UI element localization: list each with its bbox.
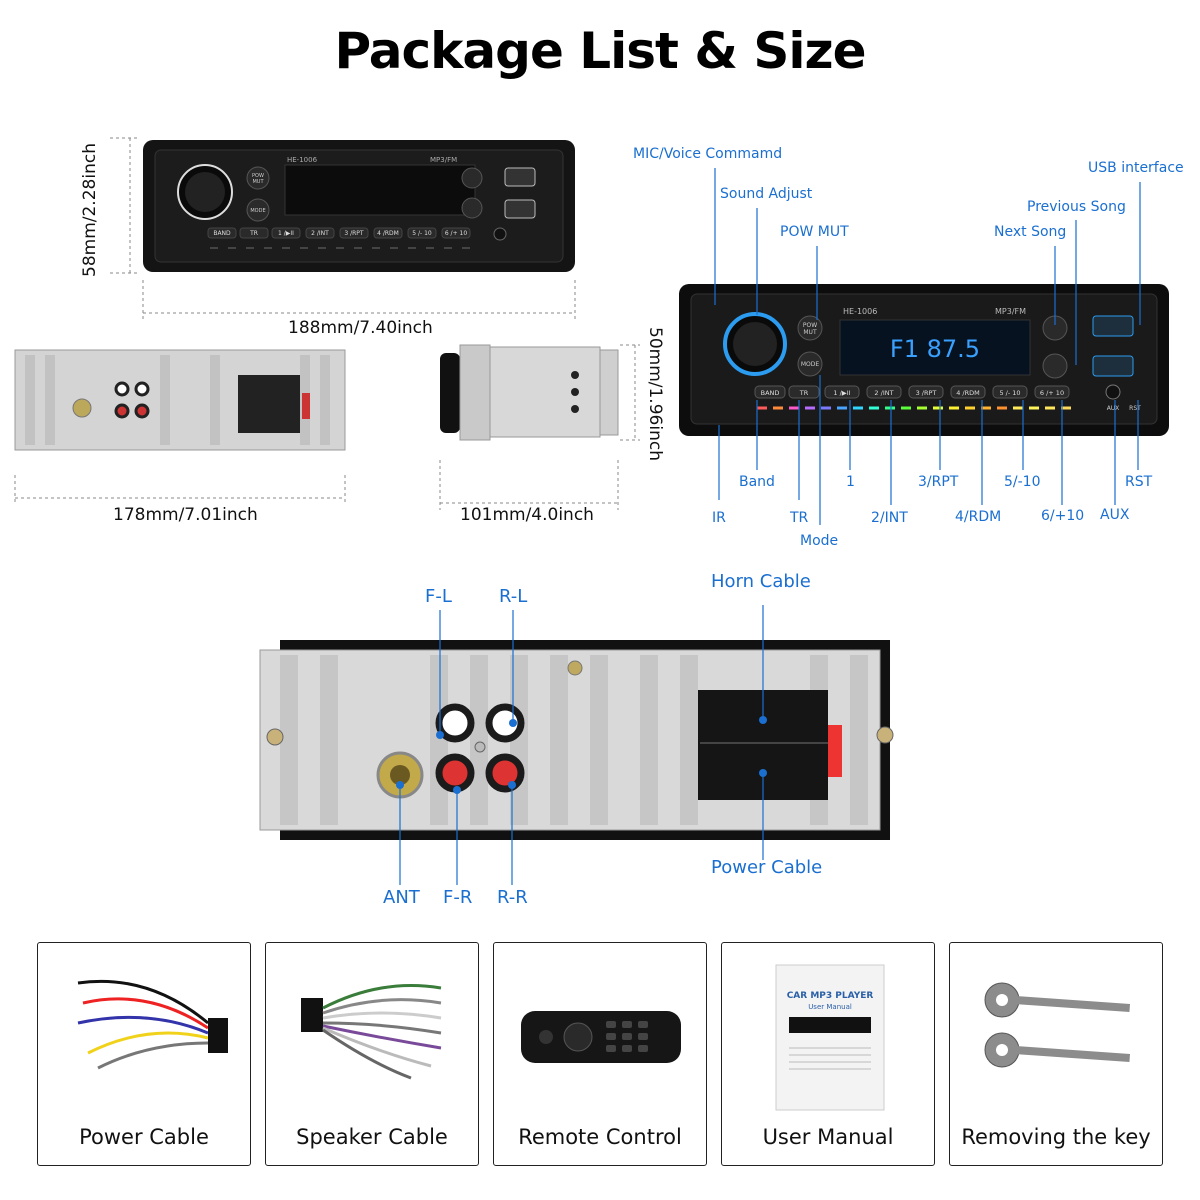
svg-text:6 /+ 10: 6 /+ 10	[445, 230, 467, 237]
svg-text:MUT: MUT	[252, 179, 264, 185]
page-title: Package List & Size	[334, 22, 866, 80]
radio-display-text: F1 87.5	[890, 335, 980, 363]
radio-button-5: 5 /- 10	[999, 389, 1020, 397]
callout-next-song: Next Song	[994, 224, 1067, 240]
callout-aux: AUX	[1100, 507, 1130, 523]
front-callout-lines	[714, 168, 1141, 525]
callout-fr: F-R	[443, 887, 473, 908]
previous-song-button[interactable]	[1042, 353, 1068, 379]
front-view-diagram: POW MUT MODE HE-1006 MP3/FM BAND TR 1 /▶…	[110, 137, 576, 320]
svg-text:MP3/FM: MP3/FM	[430, 156, 457, 164]
callout-usb: USB interface	[1088, 160, 1184, 176]
callout-pow-mut: POW MUT	[780, 224, 849, 240]
card-label-user-manual: User Manual	[762, 1125, 894, 1149]
rst-small-label: RST	[1129, 405, 1141, 412]
power-cable-icon	[77, 979, 228, 1070]
svg-text:MUT: MUT	[803, 329, 817, 336]
card-label-power-cable: Power Cable	[79, 1125, 209, 1149]
callout-4-rdm: 4/RDM	[955, 509, 1002, 525]
callout-rl: R-L	[499, 586, 528, 607]
back-view-small-diagram	[14, 349, 346, 505]
svg-text:POW: POW	[803, 322, 817, 329]
user-manual-icon: CAR MP3 PLAYER User Manual	[775, 964, 885, 1111]
front-width-dimension: 188mm/7.40inch	[288, 318, 433, 338]
aux-jack-icon	[1105, 384, 1121, 400]
fr-socket-icon	[435, 753, 475, 793]
manual-subtitle: User Manual	[808, 1003, 852, 1011]
callout-ir: IR	[712, 510, 726, 526]
svg-text:2 /INT: 2 /INT	[311, 230, 329, 237]
svg-text:1 /▶II: 1 /▶II	[278, 230, 294, 237]
radio-button-2: 2 /INT	[874, 389, 893, 397]
speaker-cable-icon	[301, 984, 442, 1080]
front-height-dimension: 58mm/2.28inch	[80, 143, 100, 277]
radio-button-1: 1 /▶II	[833, 389, 850, 397]
callout-mic: MIC/Voice Commamd	[633, 146, 783, 162]
svg-text:BAND: BAND	[213, 230, 231, 237]
package-item-power-cable: Power Cable	[37, 942, 251, 1166]
package-item-user-manual: CAR MP3 PLAYER User Manual User Manual	[721, 942, 935, 1166]
svg-text:MODE: MODE	[250, 208, 265, 214]
fl-socket-icon	[435, 703, 475, 743]
callout-tr: TR	[790, 510, 809, 526]
svg-text:HE-1006: HE-1006	[287, 156, 318, 164]
aux-small-label: AUX	[1107, 405, 1120, 412]
rr-socket-icon	[485, 753, 525, 793]
svg-text:MP3/FM: MP3/FM	[995, 307, 1026, 316]
card-label-remote-control: Remote Control	[518, 1125, 682, 1149]
svg-text:4 /RDM: 4 /RDM	[377, 230, 399, 237]
side-view-diagram	[439, 344, 640, 510]
remote-control-icon	[521, 1011, 681, 1063]
callout-horn-cable: Horn Cable	[711, 571, 811, 592]
svg-text:HE-1006: HE-1006	[843, 307, 877, 316]
callout-6: 6/+10	[1041, 508, 1085, 524]
radio-button-3: 3 /RPT	[916, 389, 937, 397]
svg-text:TR: TR	[249, 230, 258, 237]
front-panel-detailed: POW MUT MODE HE-1006 MP3/FM F1 87.5 BAND…	[679, 284, 1169, 436]
manual-title: CAR MP3 PLAYER	[787, 991, 874, 1001]
callout-2-int: 2/INT	[871, 510, 908, 526]
callout-5: 5/-10	[1004, 474, 1041, 490]
callout-previous-song: Previous Song	[1027, 199, 1126, 215]
callout-1: 1	[846, 474, 855, 490]
callout-ant: ANT	[383, 887, 420, 908]
back-view-large-diagram	[259, 605, 894, 885]
callout-rst: RST	[1125, 474, 1153, 490]
usb-port-1[interactable]	[1092, 315, 1134, 337]
svg-text:POW: POW	[252, 173, 264, 179]
radio-button-4: 4 /RDM	[956, 389, 980, 397]
card-label-removing-key: Removing the key	[961, 1125, 1151, 1149]
back-width-dimension: 178mm/7.01inch	[113, 505, 258, 525]
side-depth-dimension: 101mm/4.0inch	[460, 505, 594, 525]
callout-power-cable: Power Cable	[711, 857, 823, 878]
svg-text:3 /RPT: 3 /RPT	[344, 230, 364, 237]
radio-button-band: BAND	[761, 389, 780, 397]
usb-port-2[interactable]	[1092, 355, 1134, 377]
removing-key-icon	[984, 982, 1130, 1068]
callout-mode: Mode	[800, 533, 839, 549]
package-item-speaker-cable: Speaker Cable	[265, 942, 479, 1166]
callout-fl: F-L	[425, 586, 452, 607]
callout-band: Band	[739, 474, 775, 490]
radio-button-tr: TR	[799, 389, 809, 397]
svg-text:5 /- 10: 5 /- 10	[412, 230, 432, 237]
card-label-speaker-cable: Speaker Cable	[296, 1125, 448, 1149]
package-item-remote-control: Remote Control	[493, 942, 707, 1166]
callout-sound-adjust: Sound Adjust	[720, 186, 813, 202]
svg-text:MODE: MODE	[801, 361, 820, 368]
radio-button-6: 6 /+ 10	[1040, 389, 1064, 397]
package-item-removing-key: Removing the key	[949, 942, 1163, 1166]
callout-3-rpt: 3/RPT	[918, 474, 959, 490]
callout-rr: R-R	[497, 887, 528, 908]
